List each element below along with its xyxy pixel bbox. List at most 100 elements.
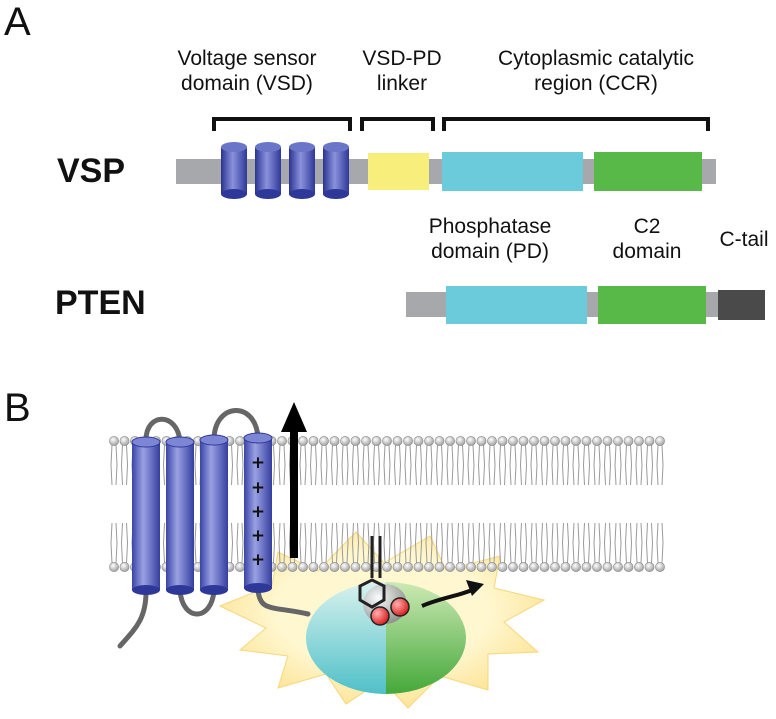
lipid-head <box>571 562 581 572</box>
lipid-head <box>340 436 350 446</box>
phosphate-ball <box>370 606 390 626</box>
ccr-label: Cytoplasmic catalytic region (CCR) <box>468 46 724 96</box>
lipid-head <box>655 562 665 572</box>
tm-helix-s3 <box>199 434 229 595</box>
lipid-tail <box>540 444 543 486</box>
lipid-tail <box>236 522 239 564</box>
n-terminus-tail <box>117 589 149 649</box>
lipid-tail <box>441 522 444 564</box>
lipid-tail <box>483 522 486 564</box>
lipid-tail <box>357 444 360 486</box>
lipid-tail <box>409 522 412 564</box>
gating-charge: + <box>251 478 265 498</box>
lipid-tail <box>126 522 129 564</box>
lipid-tail <box>399 444 402 486</box>
lipid-tail <box>577 444 580 486</box>
lipid-head <box>434 436 445 446</box>
lipid-tail <box>588 444 591 486</box>
inositol-ring <box>358 578 386 609</box>
lipid-tail <box>441 444 444 486</box>
s4-pd-linker <box>255 587 311 617</box>
lipid-tail <box>162 444 165 486</box>
lipid-head <box>340 562 350 572</box>
lipid-tail <box>388 444 391 486</box>
lipid-head <box>550 562 560 572</box>
lipid-tail <box>425 522 428 564</box>
lipid-head <box>350 436 361 446</box>
lipid-tail <box>425 444 428 486</box>
lipid-head <box>634 562 644 572</box>
linker-label: VSD-PD linker <box>350 46 454 96</box>
lipid-tail <box>514 444 517 486</box>
lipid-tail <box>483 444 486 486</box>
lipid-head <box>109 562 119 572</box>
lipid-tail <box>488 444 491 486</box>
lipid-head <box>476 562 487 572</box>
lipid-head <box>623 562 634 572</box>
lipid-tail <box>231 444 234 486</box>
lipid-head <box>508 562 518 572</box>
pd-label-line1: Phosphatase <box>428 215 552 238</box>
lipid-tail <box>651 444 654 486</box>
lipid-tail <box>399 522 402 564</box>
lipid-head <box>298 562 308 572</box>
lipid-head <box>487 436 497 446</box>
lipid-head <box>508 436 518 446</box>
lipid-tail <box>567 522 570 564</box>
lipid-tail <box>378 444 381 486</box>
lipid-head <box>413 562 424 572</box>
gating-charge: + <box>251 550 265 570</box>
lipid-tail <box>430 522 433 564</box>
lipid-tail <box>593 444 596 486</box>
ctail-label: C-tail <box>719 228 769 251</box>
lipid-head <box>529 562 539 572</box>
lipid-head <box>560 562 571 572</box>
vsd-helices <box>221 142 349 199</box>
lipid-head <box>539 436 550 446</box>
lipid-tail <box>435 522 438 564</box>
lipid-head <box>592 562 602 572</box>
lipid-tail <box>120 522 123 564</box>
lipid-head <box>424 436 434 446</box>
lipid-tail <box>593 522 596 564</box>
pd-label-line2: domain (PD) <box>431 240 549 263</box>
lipid-head <box>487 562 497 572</box>
lipid-tail <box>498 522 501 564</box>
lipid-tail <box>640 444 643 486</box>
lipid-tail <box>336 522 339 564</box>
lipid-tail <box>519 522 522 564</box>
lipid-tail <box>278 444 281 486</box>
lipid-tail <box>273 444 276 486</box>
lipid-tail <box>346 444 349 486</box>
lipid-tail <box>362 522 365 564</box>
gating-charge: + <box>251 526 265 546</box>
lipid-tail <box>341 444 344 486</box>
lipid-head <box>539 562 550 572</box>
lipid-tail <box>409 444 412 486</box>
lipid-head <box>361 436 371 446</box>
lipid-tail <box>357 522 360 564</box>
lipid-head <box>329 562 340 572</box>
lipid-head <box>109 436 119 446</box>
lipid-tail <box>477 444 480 486</box>
panel-b-letter: B <box>4 386 31 430</box>
lipid-tail <box>336 444 339 486</box>
lipid-tail <box>498 444 501 486</box>
lipid-tail <box>556 444 559 486</box>
lipid-head <box>476 436 487 446</box>
lipid-head <box>581 562 592 572</box>
lipid-tail <box>598 522 601 564</box>
lipid-head <box>613 562 623 572</box>
lipid-head <box>382 562 392 572</box>
lipid-tail <box>519 444 522 486</box>
phosphate-ball <box>390 597 410 617</box>
gating-charge: + <box>251 453 265 473</box>
tm-helix-s4 <box>243 432 273 593</box>
lipid-tail <box>651 522 654 564</box>
vsp-linker-box <box>368 153 429 190</box>
lipid-head <box>424 562 434 572</box>
lipid-tail <box>546 522 549 564</box>
pten-ctail-box <box>718 290 765 320</box>
lipid-head <box>298 436 308 446</box>
